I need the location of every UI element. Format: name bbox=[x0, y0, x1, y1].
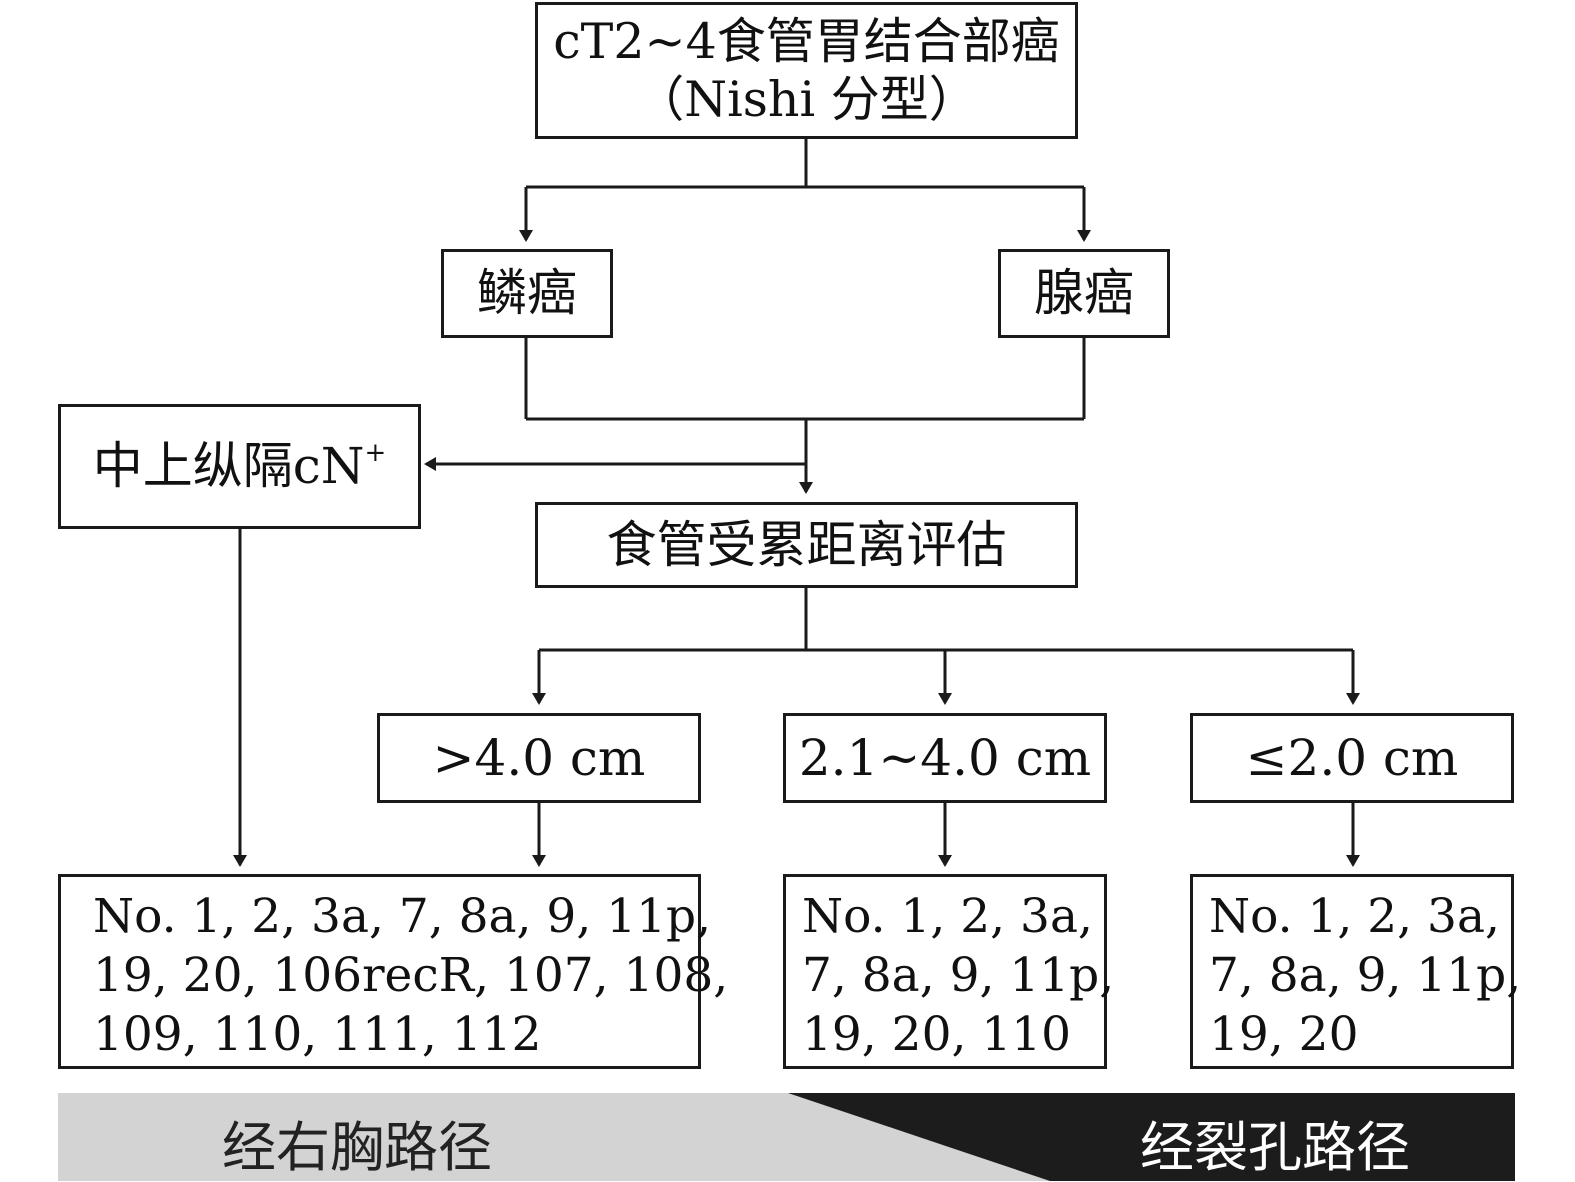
root-line1: cT2~4食管胃结合部癌 bbox=[553, 12, 1060, 70]
distance-label-3: ≤2.0 cm bbox=[1245, 728, 1459, 787]
stations-node-1: No. 1, 2, 3a, 7, 8a, 9, 11p, 19, 20, 106… bbox=[58, 874, 729, 1069]
mediastinal-sup: + bbox=[364, 438, 387, 468]
root-node: cT2~4食管胃结合部癌 （Nishi 分型） bbox=[535, 2, 1078, 139]
distance-label-2: 2.1~4.0 cm bbox=[798, 728, 1092, 787]
distance-node-1: >4.0 cm bbox=[377, 713, 701, 803]
mediastinal-label: 中上纵隔cN bbox=[92, 437, 365, 495]
transhiatal-label: 经裂孔路径 bbox=[1140, 1116, 1410, 1179]
root-line2: （Nishi 分型） bbox=[635, 70, 978, 128]
stations-3-line-2: 7, 8a, 9, 11p, bbox=[1209, 948, 1522, 1003]
stations-1-line-3: 109, 110, 111, 112 bbox=[93, 1007, 542, 1062]
assessment-node: 食管受累距离评估 bbox=[535, 502, 1078, 588]
adeno-node: 腺癌 bbox=[998, 249, 1170, 338]
stations-3-line-1: No. 1, 2, 3a, bbox=[1209, 889, 1500, 944]
stations-3-line-3: 19, 20 bbox=[1209, 1007, 1359, 1062]
stations-2-line-2: 7, 8a, 9, 11p, bbox=[802, 948, 1115, 1003]
stations-1-line-1: No. 1, 2, 3a, 7, 8a, 9, 11p, bbox=[93, 889, 712, 944]
stations-2-line-3: 19, 20, 110 bbox=[802, 1007, 1072, 1062]
squamous-node: 鳞癌 bbox=[441, 249, 613, 338]
stations-2-line-1: No. 1, 2, 3a, bbox=[802, 889, 1093, 944]
adeno-label: 腺癌 bbox=[1034, 264, 1134, 322]
distance-node-3: ≤2.0 cm bbox=[1190, 713, 1514, 803]
assessment-label: 食管受累距离评估 bbox=[606, 515, 1007, 574]
stations-1-line-2: 19, 20, 106recR, 107, 108, bbox=[93, 948, 729, 1003]
mediastinal-node: 中上纵隔cN+ bbox=[58, 404, 421, 529]
stations-node-3: No. 1, 2, 3a, 7, 8a, 9, 11p, 19, 20 bbox=[1190, 874, 1522, 1069]
distance-node-2: 2.1~4.0 cm bbox=[783, 713, 1107, 803]
distance-label-1: >4.0 cm bbox=[432, 728, 646, 787]
right-thoracic-label: 经右胸路径 bbox=[222, 1116, 492, 1179]
transhiatal-band bbox=[788, 1093, 1515, 1181]
squamous-label: 鳞癌 bbox=[477, 264, 577, 322]
stations-node-2: No. 1, 2, 3a, 7, 8a, 9, 11p, 19, 20, 110 bbox=[783, 874, 1115, 1069]
